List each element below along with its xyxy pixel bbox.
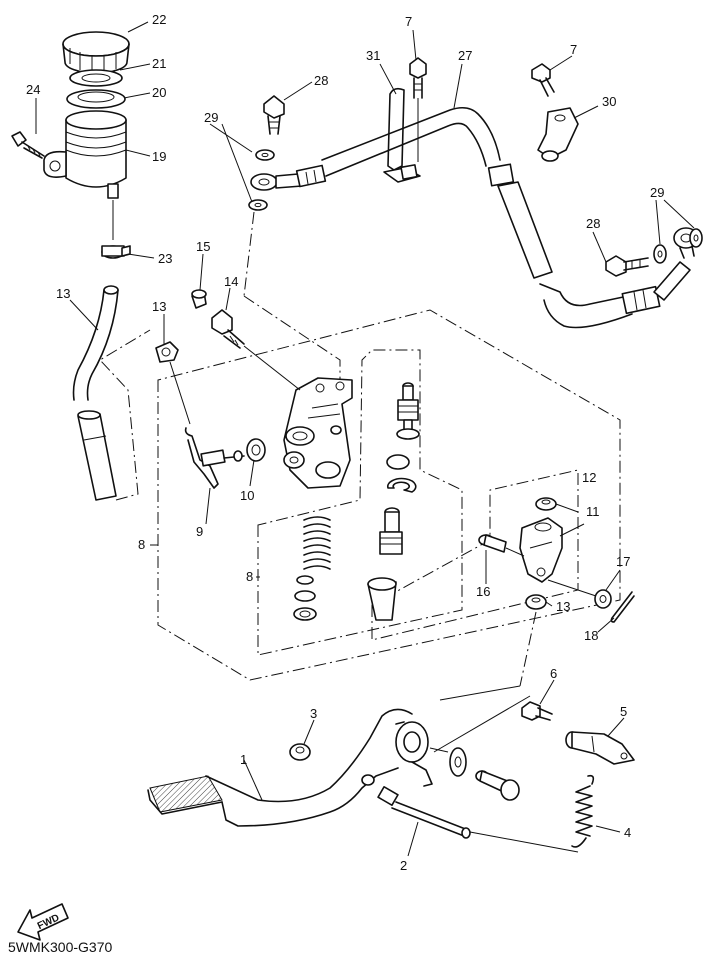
copper-washer-upper <box>255 149 275 161</box>
pedal-washer <box>449 747 467 777</box>
clevis-pin <box>478 534 507 553</box>
push-rod-assembly <box>367 382 420 621</box>
callout-3: 3 <box>310 706 317 721</box>
callout-19: 17 <box>616 554 630 569</box>
callout-13-upper: 12 <box>582 470 596 485</box>
callout-28-lower: 28 <box>586 216 600 231</box>
spring-hook-bolt <box>521 701 553 721</box>
callout-27: 27 <box>458 48 472 63</box>
master-cylinder-body <box>283 377 353 489</box>
clevis-washer <box>594 589 612 609</box>
clevis-nut-upper <box>535 497 557 511</box>
reservoir-bolt <box>11 131 45 159</box>
callout-21: 19 <box>152 149 166 164</box>
banjo-bolt-cylinder <box>211 309 245 349</box>
copper-washer-right-b <box>689 228 703 248</box>
callout-2: 2 <box>400 858 407 873</box>
reservoir-body <box>43 110 127 199</box>
callout-17: 15 <box>196 239 210 254</box>
callout-28-upper: 28 <box>314 73 328 88</box>
callout-7-right: 7 <box>570 42 577 57</box>
callout-29-right: 29 <box>650 185 664 200</box>
pedal-pivot-bolt <box>475 770 520 801</box>
spring-bracket <box>565 731 635 765</box>
callout-7-left: 7 <box>405 14 412 29</box>
pedal-shaft <box>377 786 471 839</box>
forward-arrow-icon: FWD <box>17 903 69 941</box>
union-bolt-upper <box>263 95 285 135</box>
callout-numbers: 22 21 20 19 24 23 13 13 15 14 28 7 7 31 … <box>26 12 664 873</box>
hose-clamp <box>101 245 131 259</box>
callout-30: 30 <box>602 94 616 109</box>
callout-29-left: 29 <box>204 110 218 125</box>
hose-holder <box>537 107 579 162</box>
pedal-nut <box>289 743 311 761</box>
reservoir-diaphragm <box>66 89 126 109</box>
callout-10: 9 <box>196 524 203 539</box>
callout-6: 6 <box>550 666 557 681</box>
callout-25: 23 <box>158 251 172 266</box>
callout-9: 8 <box>246 569 253 584</box>
callout-20: 18 <box>584 628 598 643</box>
piston-spring <box>293 516 331 621</box>
clevis-nut-lower <box>525 594 547 610</box>
callout-16: 14 <box>224 274 238 289</box>
callout-5: 5 <box>620 704 627 719</box>
callout-22: 20 <box>152 85 166 100</box>
callout-24: 22 <box>152 12 166 27</box>
cylinder-group-outline <box>157 309 621 681</box>
callout-4: 4 <box>624 825 631 840</box>
callout-8: 8 <box>138 537 145 552</box>
callout-14: 13 <box>56 286 70 301</box>
brake-hose <box>250 106 699 329</box>
copper-washer-lower <box>248 199 268 211</box>
callout-12: 11 <box>586 504 600 519</box>
bleed-cap <box>191 289 207 309</box>
callout-11: 10 <box>240 488 254 503</box>
brake-pedal <box>147 708 433 827</box>
push-rod-joint <box>184 427 245 489</box>
hose-guide-bracket <box>383 87 421 183</box>
copper-washer-right-a <box>653 244 667 264</box>
bracket-bolt-7b <box>531 63 555 97</box>
callout-23: 21 <box>152 56 166 71</box>
return-spring <box>571 774 595 848</box>
hose-joint <box>155 341 179 363</box>
callout-26: 24 <box>26 82 40 97</box>
union-bolt-lower <box>605 255 649 277</box>
reservoir-hose <box>72 285 119 501</box>
clevis <box>519 517 563 583</box>
reservoir-cap <box>62 31 130 74</box>
joint-nut <box>246 438 266 462</box>
cotter-pin <box>610 591 635 623</box>
bracket-bolt-7a <box>409 57 427 99</box>
callout-leaders <box>35 21 695 857</box>
reservoir-plate <box>69 69 123 87</box>
callout-13-lower: 13 <box>556 599 570 614</box>
callout-15: 13 <box>152 299 166 314</box>
diagram-code: 5WMK300-G370 <box>8 939 112 955</box>
callout-18: 16 <box>476 584 490 599</box>
callout-31: 31 <box>366 48 380 63</box>
callout-1: 1 <box>240 752 247 767</box>
